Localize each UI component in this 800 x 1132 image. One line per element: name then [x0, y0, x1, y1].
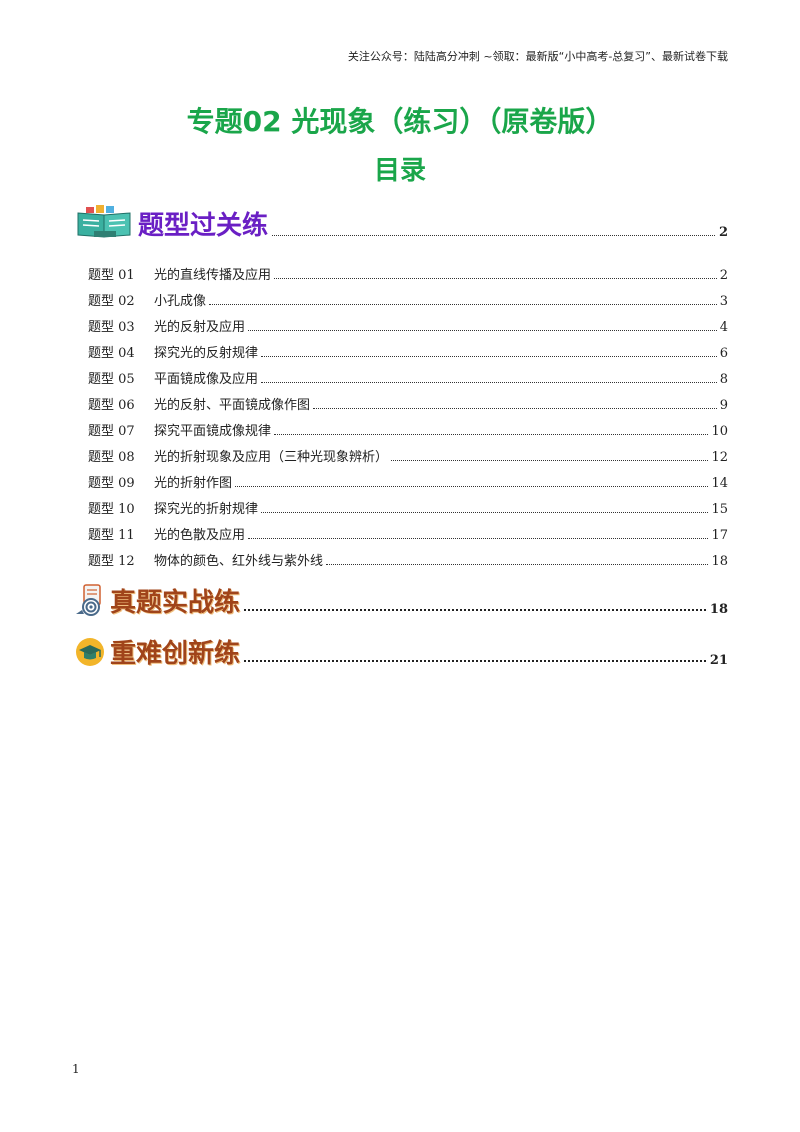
toc-item-page: 12	[711, 450, 728, 465]
toc-item-title: 探究光的折射规律	[154, 502, 259, 517]
target-icon	[76, 584, 101, 616]
leader-dots	[244, 609, 706, 611]
toc-item-page: 8	[719, 372, 728, 387]
toc-item[interactable]: 题型 12 物体的颜色、红外线与紫外线 18	[88, 543, 728, 569]
leader-dots	[391, 460, 709, 461]
section-label: 真题实战练	[110, 588, 241, 618]
leader-dots	[248, 538, 709, 539]
toc-item-title: 平面镜成像及应用	[154, 372, 259, 387]
toc-item-page: 9	[719, 398, 728, 413]
toc-item-number: 题型 09	[88, 476, 135, 491]
toc-list: 题型 01 光的直线传播及应用 2 题型 02 小孔成像 3 题型 03 光的反…	[88, 257, 728, 569]
section-row-challenge[interactable]: 重难创新练 21	[74, 635, 728, 667]
toc-item[interactable]: 题型 08 光的折射现象及应用（三种光现象辨析） 12	[88, 439, 728, 465]
toc-item[interactable]: 题型 04 探究光的反射规律 6	[88, 335, 728, 361]
toc-item-number: 题型 06	[88, 398, 135, 413]
toc-item[interactable]: 题型 10 探究光的折射规律 15	[88, 491, 728, 517]
toc-item-title: 探究光的反射规律	[154, 346, 259, 361]
leader-dots	[261, 382, 717, 383]
leader-dots	[244, 660, 706, 662]
toc-item-page: 2	[719, 268, 728, 283]
toc-item-number: 题型 07	[88, 424, 135, 439]
toc-item-number: 题型 02	[88, 294, 135, 309]
toc-item-number: 题型 10	[88, 502, 135, 517]
leader-dots	[313, 408, 717, 409]
leader-dots	[209, 304, 717, 305]
toc-item-page: 14	[711, 476, 728, 491]
toc-item-page: 6	[719, 346, 728, 361]
leader-dots	[261, 356, 717, 357]
section-label: 题型过关练	[138, 211, 269, 241]
section-page-number: 21	[709, 653, 728, 668]
section-label: 重难创新练	[110, 639, 241, 669]
section-page-number: 2	[718, 225, 728, 240]
toc-item[interactable]: 题型 07 探究平面镜成像规律 10	[88, 413, 728, 439]
toc-item-page: 10	[711, 424, 728, 439]
toc-item[interactable]: 题型 05 平面镜成像及应用 8	[88, 361, 728, 387]
toc-item-title: 光的反射及应用	[154, 320, 246, 335]
toc-item-page: 17	[711, 528, 728, 543]
toc-item[interactable]: 题型 11 光的色散及应用 17	[88, 517, 728, 543]
toc-item-title: 光的折射作图	[154, 476, 233, 491]
leader-dots	[235, 486, 709, 487]
section-page-number: 18	[709, 602, 728, 617]
toc-item[interactable]: 题型 01 光的直线传播及应用 2	[88, 257, 728, 283]
leader-dots	[274, 434, 709, 435]
toc-item[interactable]: 题型 03 光的反射及应用 4	[88, 309, 728, 335]
toc-item-page: 15	[711, 502, 728, 517]
toc-item-page: 4	[719, 320, 728, 335]
toc-item[interactable]: 题型 09 光的折射作图 14	[88, 465, 728, 491]
toc-item-number: 题型 12	[88, 554, 135, 569]
leader-dots	[274, 278, 717, 279]
toc-item-number: 题型 03	[88, 320, 135, 335]
toc-item-number: 题型 08	[88, 450, 135, 465]
page-number: 1	[72, 1062, 80, 1076]
page-title: 专题02 光现象（练习）（原卷版）	[186, 105, 614, 138]
toc-item-title: 物体的颜色、红外线与紫外线	[154, 554, 324, 569]
header-note: 关注公众号：陆陆高分冲刺 ~领取：最新版“小中高考-总复习”、最新试卷下载	[347, 50, 728, 63]
toc-item[interactable]: 题型 06 光的反射、平面镜成像作图 9	[88, 387, 728, 413]
leader-dots	[272, 235, 715, 236]
toc-item-title: 光的折射现象及应用（三种光现象辨析）	[154, 450, 389, 465]
toc-item-number: 题型 05	[88, 372, 135, 387]
leader-dots	[326, 564, 709, 565]
section-row-real-exam[interactable]: 真题实战练 18	[74, 584, 728, 616]
section-row-practice[interactable]: 题型过关练 2	[74, 205, 728, 239]
toc-item-title: 小孔成像	[154, 294, 207, 309]
toc-item[interactable]: 题型 02 小孔成像 3	[88, 283, 728, 309]
toc-item-title: 探究平面镜成像规律	[154, 424, 272, 439]
toc-item-number: 题型 01	[88, 268, 135, 283]
toc-item-number: 题型 04	[88, 346, 135, 361]
toc-item-page: 3	[719, 294, 728, 309]
book-icon	[77, 205, 131, 238]
graduation-cap-icon	[76, 638, 104, 666]
toc-title: 目录	[373, 156, 426, 186]
toc-item-title: 光的色散及应用	[154, 528, 246, 543]
toc-item-title: 光的直线传播及应用	[154, 268, 272, 283]
leader-dots	[261, 512, 709, 513]
toc-item-page: 18	[711, 554, 728, 569]
leader-dots	[248, 330, 717, 331]
toc-item-number: 题型 11	[88, 528, 135, 543]
toc-item-title: 光的反射、平面镜成像作图	[154, 398, 311, 413]
